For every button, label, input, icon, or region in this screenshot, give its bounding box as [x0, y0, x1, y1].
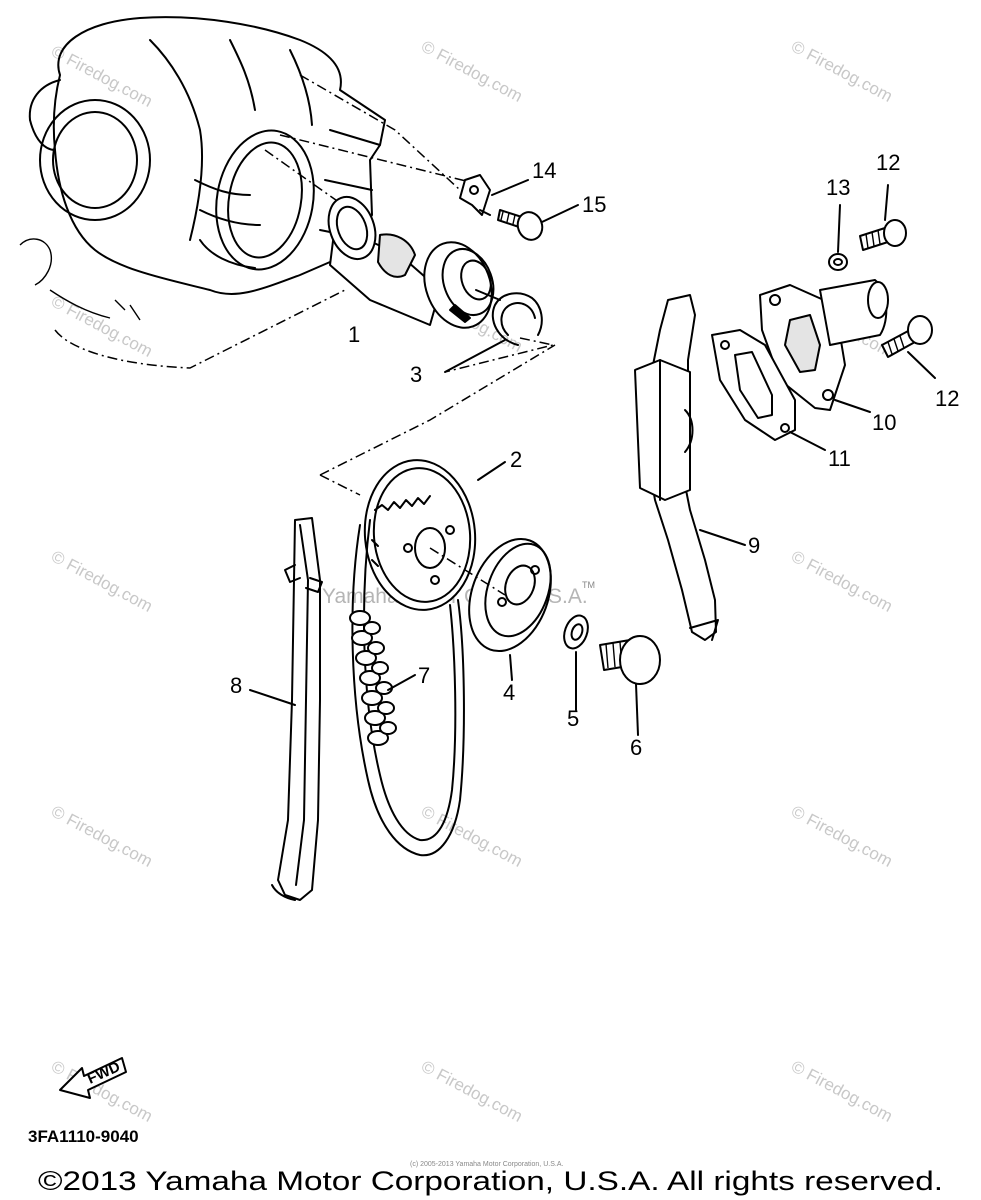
part-number-9: 9 [748, 533, 760, 558]
bolt-6-illustration [599, 635, 661, 685]
leader-12-upper [884, 184, 889, 221]
washer-13-illustration [828, 253, 848, 271]
part-number-2: 2 [510, 447, 522, 472]
frame-2 [319, 344, 556, 476]
leader-14 [491, 179, 529, 196]
part-number-1: 1 [348, 322, 360, 347]
watermark-text: © Firedog.com [788, 1057, 896, 1126]
gasket-illustration [711, 329, 796, 441]
part-number-12-upper: 12 [876, 150, 900, 175]
circlip-illustration [491, 292, 543, 346]
watermark-tm: TM [582, 580, 595, 590]
watermark-text: © Firedog.com [48, 292, 156, 361]
part-number-4: 4 [503, 680, 515, 705]
leader-6 [635, 683, 639, 736]
leader-10 [834, 399, 871, 413]
chain-guide-left-illustration [271, 517, 323, 901]
watermark-text: © Firedog.com [48, 547, 156, 616]
cam-sprocket-illustration [363, 459, 477, 611]
leader-3 [444, 339, 506, 373]
part-number-6: 6 [630, 735, 642, 760]
watermark-text: © Firedog.com [418, 1057, 526, 1126]
watermark-text: © Firedog.com [788, 802, 896, 871]
part-number-14: 14 [532, 158, 556, 183]
part-number-5: 5 [567, 706, 579, 731]
part-number-8: 8 [230, 673, 242, 698]
part-number-15: 15 [582, 192, 606, 217]
washer-illustration [563, 614, 589, 650]
leader-3-frame [444, 337, 554, 373]
part-number-3: 3 [410, 362, 422, 387]
part-number-11: 11 [828, 446, 851, 471]
part-number-12-lower: 12 [935, 386, 959, 411]
camshaft-illustration [327, 196, 501, 329]
copyright-footer: ©2013 Yamaha Motor Corporation, U.S.A. A… [38, 1166, 943, 1196]
plate-4-illustration [468, 537, 552, 653]
leader-2 [477, 461, 506, 481]
locking-plate-illustration [459, 174, 491, 216]
part-number-labels: 1 2 3 4 5 6 7 8 9 10 11 12 12 13 14 15 [230, 150, 959, 760]
watermark-text: © Firedog.com [788, 547, 896, 616]
tiny-copyright: (c) 2005-2013 Yamaha Motor Corporation, … [410, 1161, 563, 1168]
part-number-13: 13 [826, 175, 850, 200]
leader-13 [837, 204, 841, 253]
leader-12-lower [907, 351, 936, 379]
leader-8 [249, 689, 296, 706]
part-number-7: 7 [418, 663, 430, 688]
diagram-code: 3FA1110-9040 [28, 1127, 139, 1146]
watermark-text: © Firedog.com [48, 802, 156, 871]
bolt-12-upper-illustration [859, 219, 907, 251]
bolt-15-illustration [497, 209, 544, 241]
bolt-12-lower-illustration [881, 315, 933, 358]
part-number-10: 10 [872, 410, 896, 435]
leader-4 [509, 654, 513, 681]
leader-7 [387, 674, 416, 691]
cam-chain-illustration [349, 519, 465, 857]
leader-9 [699, 529, 746, 546]
watermark-text: © Firedog.com [418, 37, 526, 106]
frame-2b [319, 474, 361, 496]
leader-15 [541, 204, 579, 223]
watermark-text: © Firedog.com [788, 37, 896, 106]
chain-links [349, 610, 397, 746]
frame-4 [429, 547, 506, 596]
leader-11 [789, 431, 826, 451]
chain-guide-right-illustration [634, 294, 719, 641]
